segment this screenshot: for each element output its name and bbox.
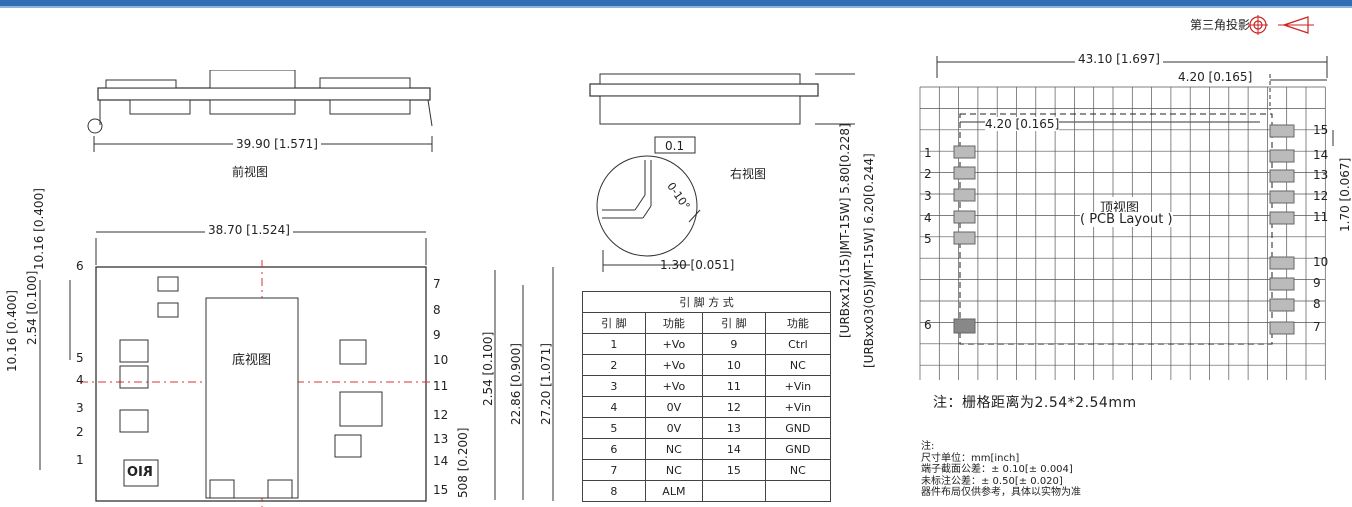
pin-label: 8 [433, 303, 441, 317]
header-line [0, 6, 1352, 8]
pcb-pad [1269, 298, 1295, 312]
notes-block: 注: 尺寸单位：mm[inch] 端子截面公差：± 0.10[± 0.004] … [921, 441, 1081, 499]
header-bar [0, 0, 1352, 6]
bottom-dim-left-b: 2.54 [0.100] [25, 270, 39, 345]
module-outline [959, 113, 1273, 345]
pin-label: 7 [1313, 320, 1321, 334]
lead-dim: 1.30 [0.051] [660, 258, 735, 272]
pin-label: 14 [433, 454, 449, 468]
pin-label: 4 [924, 211, 932, 225]
pin-label: 12 [1313, 189, 1329, 203]
pin-table-header: 功能 [764, 312, 832, 334]
right-view-caption: 右视图 [730, 167, 767, 181]
pin-table-header: 引 脚 [582, 312, 646, 334]
top-pitch-dim: 1.70 [0.067] [1338, 157, 1352, 232]
pin-label: 13 [1313, 168, 1329, 182]
pin-label: 13 [433, 432, 449, 446]
pcb-pad [953, 231, 976, 245]
front-view-caption: 前视图 [232, 165, 269, 179]
top-offset-dim: 4.20 [0.165] [1178, 70, 1253, 84]
bottom-dim-right-a: 2.54 [0.100] [481, 331, 495, 406]
bottom-dim-right-b: 22.86 [0.900] [509, 343, 523, 425]
pcb-pad [1269, 211, 1295, 225]
grid-note: 注：栅格距离为2.54*2.54mm [933, 395, 1137, 411]
bottom-view-caption: 底视图 [232, 349, 272, 368]
pin-label: 2 [924, 167, 932, 181]
pin-table-header: 功能 [644, 312, 703, 334]
flatness-value: 0.1 [665, 139, 685, 153]
projection-label: 第三角投影 [1190, 18, 1251, 32]
pin-label: 10 [433, 353, 449, 367]
pcb-pad [953, 188, 976, 202]
pin-label: 8 [1313, 297, 1321, 311]
bottom-dim-right-d: 508 [0.200] [456, 427, 470, 498]
bottom-dim-right-c: 27.20 [1.071] [539, 343, 553, 425]
pin-label: 15 [433, 483, 449, 497]
top-inner-dim: 4.20 [0.165] [985, 117, 1060, 131]
bottom-view-drawing [39, 231, 554, 507]
pin-label: 3 [924, 189, 932, 203]
pcb-pad [953, 210, 976, 224]
pcb-pad [1269, 256, 1295, 270]
pin-table-header: 引 脚 [701, 312, 766, 334]
pin-label: 11 [433, 379, 449, 393]
note-line: 端子截面公差：± 0.10[± 0.004] [921, 464, 1073, 475]
pin-label: 9 [1313, 276, 1321, 290]
pin-label: 9 [433, 328, 441, 342]
pcb-pad [1269, 321, 1295, 335]
height-dim-b: [URBxx03(05)JMT-15W] 6.20[0.244] [862, 153, 876, 368]
pin-label: 10 [1313, 255, 1329, 269]
pcb-pad [1269, 190, 1295, 204]
note-line: 未标注公差：± 0.50[± 0.020] [921, 475, 1063, 487]
third-angle-projection-icon [1248, 15, 1314, 35]
pcb-layout-grid [919, 56, 1334, 380]
pin-label: 7 [433, 277, 441, 291]
pin-label: 12 [433, 408, 449, 422]
note-line: 尺寸单位：mm[inch] [921, 452, 1020, 464]
right-view-drawing [589, 73, 855, 272]
height-dim-a: [URBxx12(15)JMT-15W] 5.80[0.228] [838, 123, 852, 338]
top-width-dim: 43.10 [1.697] [1075, 52, 1163, 66]
pin-table-title: 引 脚 方 式 [582, 291, 831, 313]
pcb-pad [953, 318, 976, 334]
pin-label: 15 [1313, 123, 1329, 137]
pin-label: 5 [924, 232, 932, 246]
pin-label: 14 [1313, 148, 1329, 162]
front-width-dim: 39.90 [1.571] [233, 137, 321, 151]
bottom-dim-top-left: 10.16 [0.400] [32, 188, 46, 270]
top-view-subcaption: ( PCB Layout ) [1080, 212, 1173, 227]
pin-label: 6 [924, 318, 932, 332]
pin-label: 11 [1313, 210, 1329, 224]
bottom-marking: RIO [127, 465, 153, 480]
pcb-pad [953, 145, 976, 159]
pcb-pad [1269, 277, 1295, 291]
pcb-pad [1269, 169, 1295, 183]
pin-label: 1 [924, 146, 932, 160]
note-line: 注: [921, 441, 935, 452]
note-line: 器件布局仅供参考，具体以实物为准 [921, 487, 1081, 498]
bottom-width-dim: 38.70 [1.524] [205, 223, 293, 237]
pcb-pad [1269, 124, 1295, 138]
pcb-pad [953, 166, 976, 180]
pcb-pad [1269, 149, 1295, 163]
bottom-dim-left-a: 10.16 [0.400] [5, 290, 19, 372]
